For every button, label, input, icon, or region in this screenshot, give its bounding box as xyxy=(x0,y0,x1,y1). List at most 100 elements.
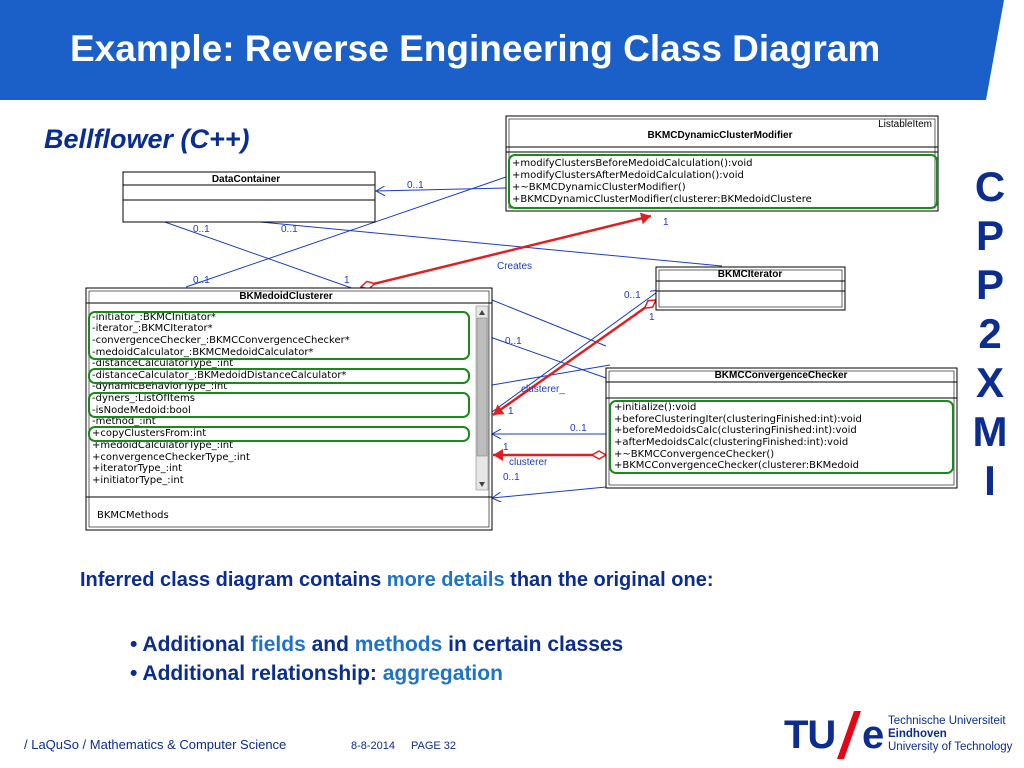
class-field: -iterator_:BKMCIterator* xyxy=(92,323,213,334)
multiplicity-label: 1 xyxy=(649,312,655,323)
class-field: -isNodeMedoid:bool xyxy=(92,405,191,416)
vertical-label: C P P 2 X M I xyxy=(970,162,1010,505)
summary-text: than the original one: xyxy=(504,569,714,591)
bullet-highlight: methods xyxy=(354,633,443,656)
class-method: +BKMCDynamicClusterModifier(clusterer:BK… xyxy=(512,194,812,205)
multiplicity-label: 0..1 xyxy=(193,224,210,235)
class-diagram: ListableItem BKMCDynamicClusterModifier … xyxy=(85,115,958,531)
multiplicity-label: 0..1 xyxy=(407,180,424,191)
class-bkmciterator: BKMCIterator xyxy=(655,266,846,311)
highlight-fields-group4 xyxy=(88,426,470,442)
multiplicity-label: 0..1 xyxy=(570,423,587,434)
class-field: -method_:int xyxy=(92,416,156,427)
logo-university-name: Technische Universiteit Eindhoven Univer… xyxy=(888,715,1012,754)
logo-line: Technische Universiteit xyxy=(888,715,1006,727)
assoc-clusterer-modifier xyxy=(185,176,507,288)
bullet-text: in certain classes xyxy=(442,633,624,656)
logo-e: e xyxy=(862,713,885,757)
bullet-item: • Additional fields and methods in certa… xyxy=(130,630,623,659)
class-method: +modifyClustersBeforeMedoidCalculation()… xyxy=(512,158,753,169)
aggregation-modifier xyxy=(361,216,652,287)
added-detail-highlights xyxy=(88,154,954,474)
summary-highlight: more details xyxy=(386,569,505,591)
class-method: +BKMCConvergenceChecker(clusterer:BKMedo… xyxy=(614,460,859,471)
class-field: -initiator_:BKMCInitiator* xyxy=(92,312,216,323)
assoc-container-iterator xyxy=(249,220,723,267)
class-field: +iteratorType_:int xyxy=(92,463,182,474)
diagram-subtitle: Bellflower (C++) xyxy=(44,124,250,154)
class-field: +initiatorType_:int xyxy=(92,475,184,486)
multiplicity-label: 1 xyxy=(508,406,514,417)
class-datacontainer: DataContainer xyxy=(122,171,376,223)
vertical-letter: 2 xyxy=(978,310,1002,357)
highlight-modifier-methods xyxy=(508,154,938,209)
class-field: +medoidCalculatorType_:int xyxy=(92,440,233,451)
multiplicity-label: 0..1 xyxy=(505,336,522,347)
class-field: -distanceCalculatorType_:int xyxy=(92,358,233,369)
class-stereotype: ListableItem xyxy=(878,119,932,130)
class-bkmcconvergencechecker: BKMCConvergenceChecker +initialize():voi… xyxy=(605,367,958,489)
assoc-modifier-container xyxy=(376,188,507,191)
vertical-letter: X xyxy=(975,359,1004,406)
class-name: BKMCDynamicClusterModifier xyxy=(647,130,792,141)
footer-page: PAGE 32 xyxy=(411,740,457,752)
vertical-letter: I xyxy=(984,457,996,504)
class-method: +modifyClustersAfterMedoidCalculation():… xyxy=(512,170,744,181)
vertical-letter: M xyxy=(972,408,1008,455)
logo-slash-icon xyxy=(837,711,861,759)
multiplicity-label: 0..1 xyxy=(281,224,298,235)
assoc-checker-clusterer-b xyxy=(492,486,607,498)
highlight-fields-group2 xyxy=(88,368,470,384)
multiplicity-label: 1 xyxy=(503,442,509,453)
highlight-fields-group1 xyxy=(88,311,470,360)
footer-date: 8-8-2014 xyxy=(351,740,396,752)
vertical-letter: P xyxy=(975,212,1004,259)
class-bkmedoidclusterer: BKMedoidClusterer -initiator_:BKMCInitia… xyxy=(85,287,493,531)
multiplicity-label: 1 xyxy=(344,275,350,286)
vertical-letter: P xyxy=(975,261,1004,308)
summary-text: Inferred class diagram contains xyxy=(80,569,387,591)
bullet-item: • Additional relationship: aggregation xyxy=(130,659,623,688)
class-method: +beforeMedoidsCalc(clusteringFinished:in… xyxy=(614,425,857,436)
bullet-text: and xyxy=(305,633,355,656)
scroll-down-icon[interactable] xyxy=(479,482,485,487)
class-method: +beforeClusteringIter(clusteringFinished… xyxy=(614,414,862,425)
bullet-highlight: aggregation xyxy=(382,662,503,685)
class-field: -medoidCalculator_:BKMCMedoidCalculator* xyxy=(92,347,313,358)
header-banner xyxy=(0,0,1004,100)
scrollbar-thumb[interactable] xyxy=(476,317,488,457)
class-method: +initialize():void xyxy=(614,402,696,413)
class-name: BKMCConvergenceChecker xyxy=(715,370,848,381)
slide-title: Example: Reverse Engineering Class Diagr… xyxy=(70,28,881,69)
class-field: -distanceCalculator_:BKMedoidDistanceCal… xyxy=(92,370,346,381)
class-bkmcdynamicclustermodifier: ListableItem BKMCDynamicClusterModifier … xyxy=(505,115,939,212)
multiplicity-label: 0..1 xyxy=(503,472,520,483)
class-method: +afterMedoidsCalc(clusteringFinished:int… xyxy=(614,437,848,448)
aggregation-iterator xyxy=(492,298,656,417)
highlight-fields-group3 xyxy=(88,392,470,418)
logo-tu: TU xyxy=(784,713,836,757)
class-field: -convergenceChecker_:BKMCConvergenceChec… xyxy=(92,335,350,346)
role-label: Creates xyxy=(497,261,532,272)
logo-line: Eindhoven xyxy=(888,728,947,740)
class-field: -dynamicBehaviorType_:int xyxy=(92,381,227,392)
field-scrollbar[interactable] xyxy=(475,305,489,491)
bullet-list: • Additional fields and methods in certa… xyxy=(130,630,623,688)
multiplicity-label: 1 xyxy=(663,217,669,228)
class-field: +copyClustersFrom:int xyxy=(92,428,206,439)
scroll-up-icon[interactable] xyxy=(479,310,485,315)
class-name: BKMedoidClusterer xyxy=(239,291,332,302)
class-field: +convergenceCheckerType_:int xyxy=(92,452,250,463)
multiplicity-label: 0..1 xyxy=(624,290,641,301)
class-field: -dyners_:ListOfItems xyxy=(92,393,195,404)
class-method: +~BKMCDynamicClusterModifier() xyxy=(512,182,686,193)
bullet-text: • Additional relationship: xyxy=(130,662,383,685)
bullet-highlight: fields xyxy=(250,633,306,656)
logo-line: University of Technology xyxy=(888,741,1013,753)
relationship-labels: 0..1 0..1 0..1 0..1 1 1 Creates 0..1 1 0… xyxy=(193,180,669,483)
footer-department: / LaQuSo / Mathematics & Computer Scienc… xyxy=(24,737,287,752)
highlight-checker-methods xyxy=(609,400,954,474)
vertical-letter: C xyxy=(974,163,1006,210)
class-name: DataContainer xyxy=(212,174,280,185)
class-methods-label: BKMCMethods xyxy=(97,510,169,521)
